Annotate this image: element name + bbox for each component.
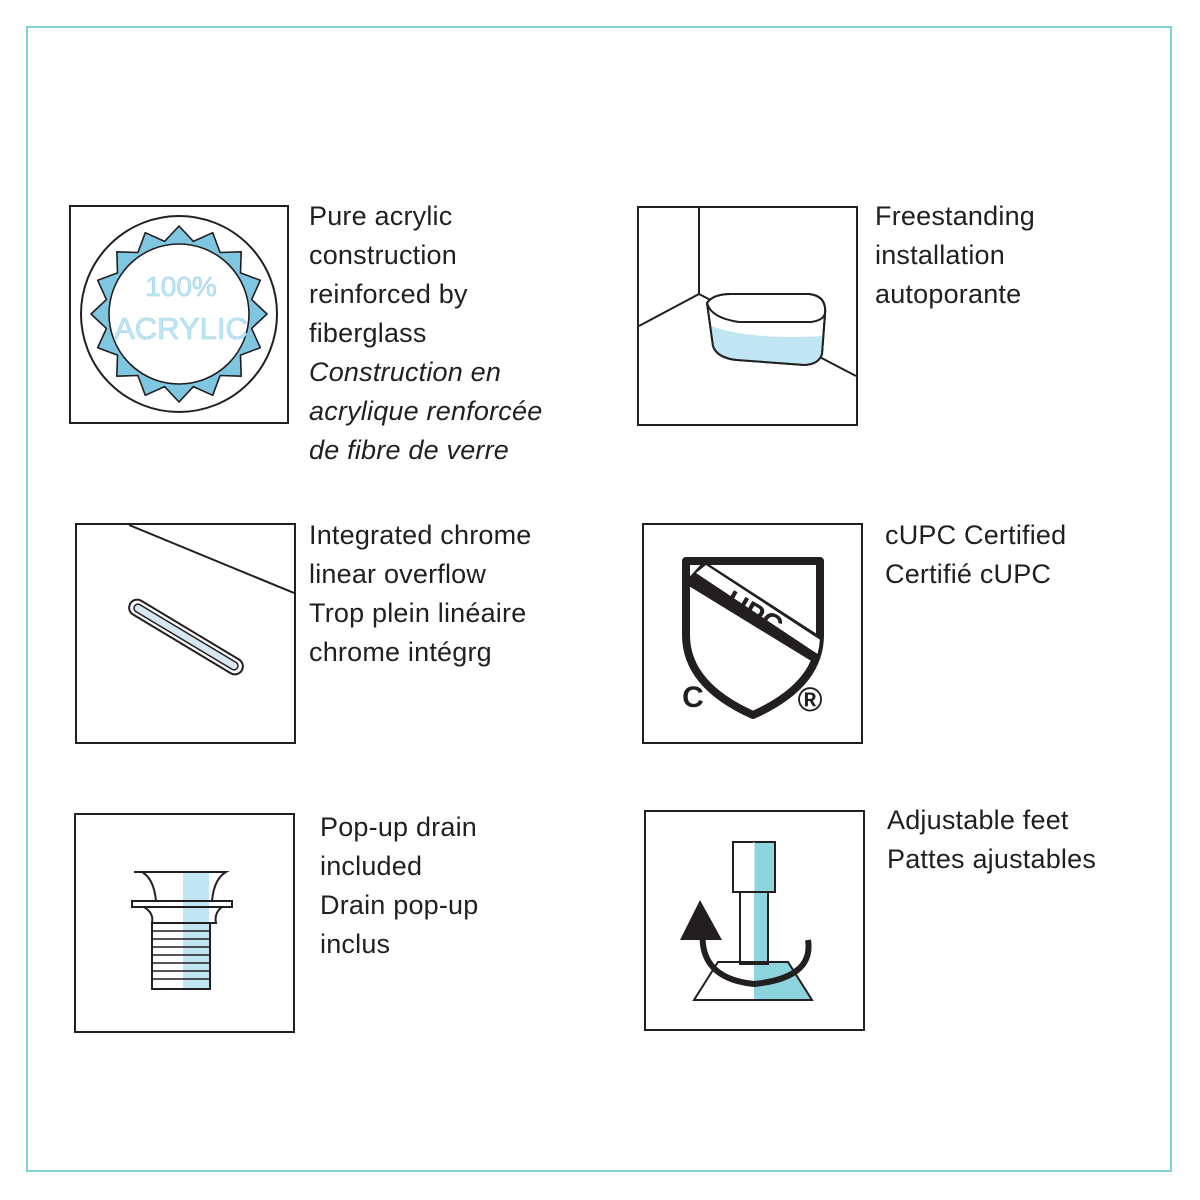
acrylic-line-5: Construction en	[309, 357, 502, 387]
acrylic-line-4: fiberglass	[309, 318, 427, 348]
cupc-shield-icon: UPC C ®	[642, 523, 863, 744]
acrylic-badge-word: ACRYLIC	[114, 311, 248, 346]
overflow-line-3: Trop plein linéaire	[309, 598, 527, 628]
freestanding-line-2: installation	[875, 240, 1005, 270]
acrylic-line-3: reinforced by	[309, 279, 468, 309]
popup-drain-icon	[74, 813, 295, 1033]
acrylic-line-7: de fibre de verre	[309, 435, 510, 465]
acrylic-description: Pure acrylic construction reinforced by …	[309, 197, 542, 470]
drain-line-3: Drain pop-up	[320, 890, 479, 920]
acrylic-seal-icon: 100% ACRYLIC	[69, 205, 289, 424]
cupc-description: cUPC Certified Certifié cUPC	[885, 516, 1066, 594]
overflow-description: Integrated chrome linear overflow Trop p…	[309, 516, 532, 672]
acrylic-line-2: construction	[309, 240, 457, 270]
adjustable-foot-icon	[644, 810, 865, 1031]
feet-line-2: Pattes ajustables	[887, 844, 1097, 874]
overflow-line-4: chrome intégrg	[309, 637, 492, 667]
linear-overflow-icon	[75, 523, 296, 744]
feet-description: Adjustable feet Pattes ajustables	[887, 801, 1096, 879]
cupc-logo-c: C	[682, 681, 704, 714]
feet-line-1: Adjustable feet	[887, 805, 1069, 835]
freestanding-tub-icon	[637, 206, 858, 426]
overflow-line-2: linear overflow	[309, 559, 487, 589]
drain-line-1: Pop-up drain	[320, 812, 478, 842]
drain-line-4: inclus	[320, 929, 391, 959]
page-frame	[26, 26, 1172, 1172]
drain-line-2: included	[320, 851, 423, 881]
acrylic-badge-percent: 100%	[145, 271, 217, 302]
drain-description: Pop-up drain included Drain pop-up inclu…	[320, 808, 479, 964]
freestanding-line-3: autoporante	[875, 279, 1022, 309]
freestanding-description: Freestanding installation autoporante	[875, 197, 1035, 314]
acrylic-line-6: acrylique renforcée	[309, 396, 543, 426]
overflow-line-1: Integrated chrome	[309, 520, 532, 550]
cupc-logo-registered: ®	[797, 681, 822, 719]
cupc-line-1: cUPC Certified	[885, 520, 1067, 550]
freestanding-line-1: Freestanding	[875, 201, 1035, 231]
acrylic-line-1: Pure acrylic	[309, 201, 453, 231]
cupc-line-2: Certifié cUPC	[885, 559, 1052, 589]
